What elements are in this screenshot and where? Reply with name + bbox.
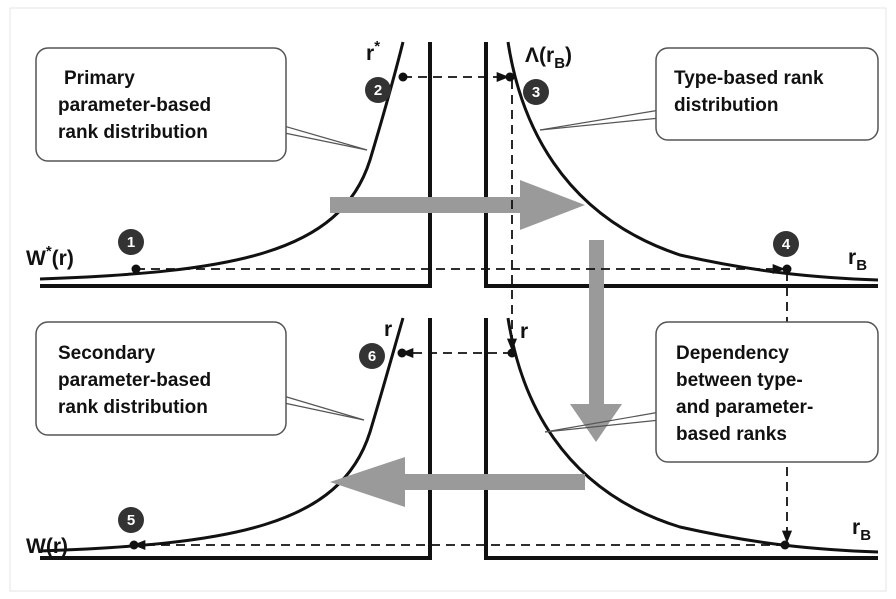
callout-dependency-line-1: Dependency: [676, 343, 789, 364]
badge-5: 5: [118, 507, 144, 533]
gray-arrow-right: [330, 180, 585, 230]
gray-arrow-down: [570, 240, 622, 442]
callouts: Primary parameter-based rank distributio…: [35, 47, 879, 463]
callout-secondary-line-3: rank distribution: [58, 397, 208, 418]
point-5-end: [780, 540, 790, 550]
label-r-lower-left: r: [384, 318, 392, 341]
variable-labels: W*(r) r* Λ(rB) rB r r W(r) rB: [26, 38, 871, 558]
axes: [40, 42, 878, 560]
point-5: [129, 540, 139, 550]
svg-text:6: 6: [368, 348, 376, 365]
label-rb-bottom: rB: [852, 516, 871, 544]
callout-dependency-line-3: and parameter-: [676, 397, 813, 418]
badge-4: 4: [773, 231, 799, 257]
diagram-frame: [9, 7, 887, 592]
label-w-star-r: W*(r): [26, 243, 74, 270]
svg-text:3: 3: [532, 84, 540, 101]
callout-secondary-line-2: parameter-based: [58, 370, 211, 391]
label-lambda-rb: Λ(rB): [525, 44, 572, 72]
label-rb-top: rB: [848, 246, 867, 274]
callout-box-primary: [35, 47, 287, 162]
point-4: [782, 264, 792, 274]
callout-box-dependency: [655, 321, 879, 463]
callout-primary-line-2: parameter-based: [58, 95, 211, 116]
badge-1: 1: [118, 229, 144, 255]
point-1: [131, 264, 141, 274]
gray-arrow-left: [330, 457, 585, 507]
dashed-traces: [132, 71, 793, 551]
badge-6: 6: [359, 343, 385, 369]
callout-dependency-line-2: between type-: [676, 370, 803, 391]
badge-2: 2: [365, 77, 391, 103]
svg-text:5: 5: [127, 512, 135, 529]
point-2: [398, 72, 408, 82]
callout-pointer-type-based: [539, 109, 661, 131]
curve-type-based: [506, 41, 879, 282]
point-r-right: [507, 348, 517, 358]
axis-top-right: [484, 42, 878, 288]
axis-top-left: [40, 42, 432, 288]
callout-secondary-line-1: Secondary: [58, 343, 156, 364]
label-r-star: r*: [366, 38, 380, 65]
svg-text:1: 1: [127, 234, 135, 251]
callout-type-based-line-1: Type-based rank: [674, 68, 824, 89]
callout-type-based-line-2: distribution: [674, 95, 778, 116]
point-6: [397, 348, 407, 358]
points: [129, 72, 792, 550]
axis-bottom-right: [484, 318, 878, 560]
callout-primary-line-3: rank distribution: [58, 122, 208, 143]
callout-box-type-based: [655, 47, 879, 141]
curve-dependency: [506, 317, 879, 554]
callout-box-secondary: [35, 321, 287, 436]
svg-text:4: 4: [782, 236, 791, 253]
label-r-lower-right: r: [520, 320, 528, 343]
badge-3: 3: [523, 79, 549, 105]
callout-primary-line-1: Primary: [64, 68, 135, 89]
badges: 1 2 3 4 5 6: [118, 77, 799, 533]
callout-dependency-line-4: based ranks: [676, 424, 787, 445]
axis-bottom-left: [40, 318, 432, 560]
point-3: [505, 72, 515, 82]
label-w-r: W(r): [26, 535, 68, 558]
callout-pointer-dependency: [544, 411, 661, 433]
flow-arrows: [330, 180, 622, 507]
svg-text:2: 2: [374, 82, 382, 99]
